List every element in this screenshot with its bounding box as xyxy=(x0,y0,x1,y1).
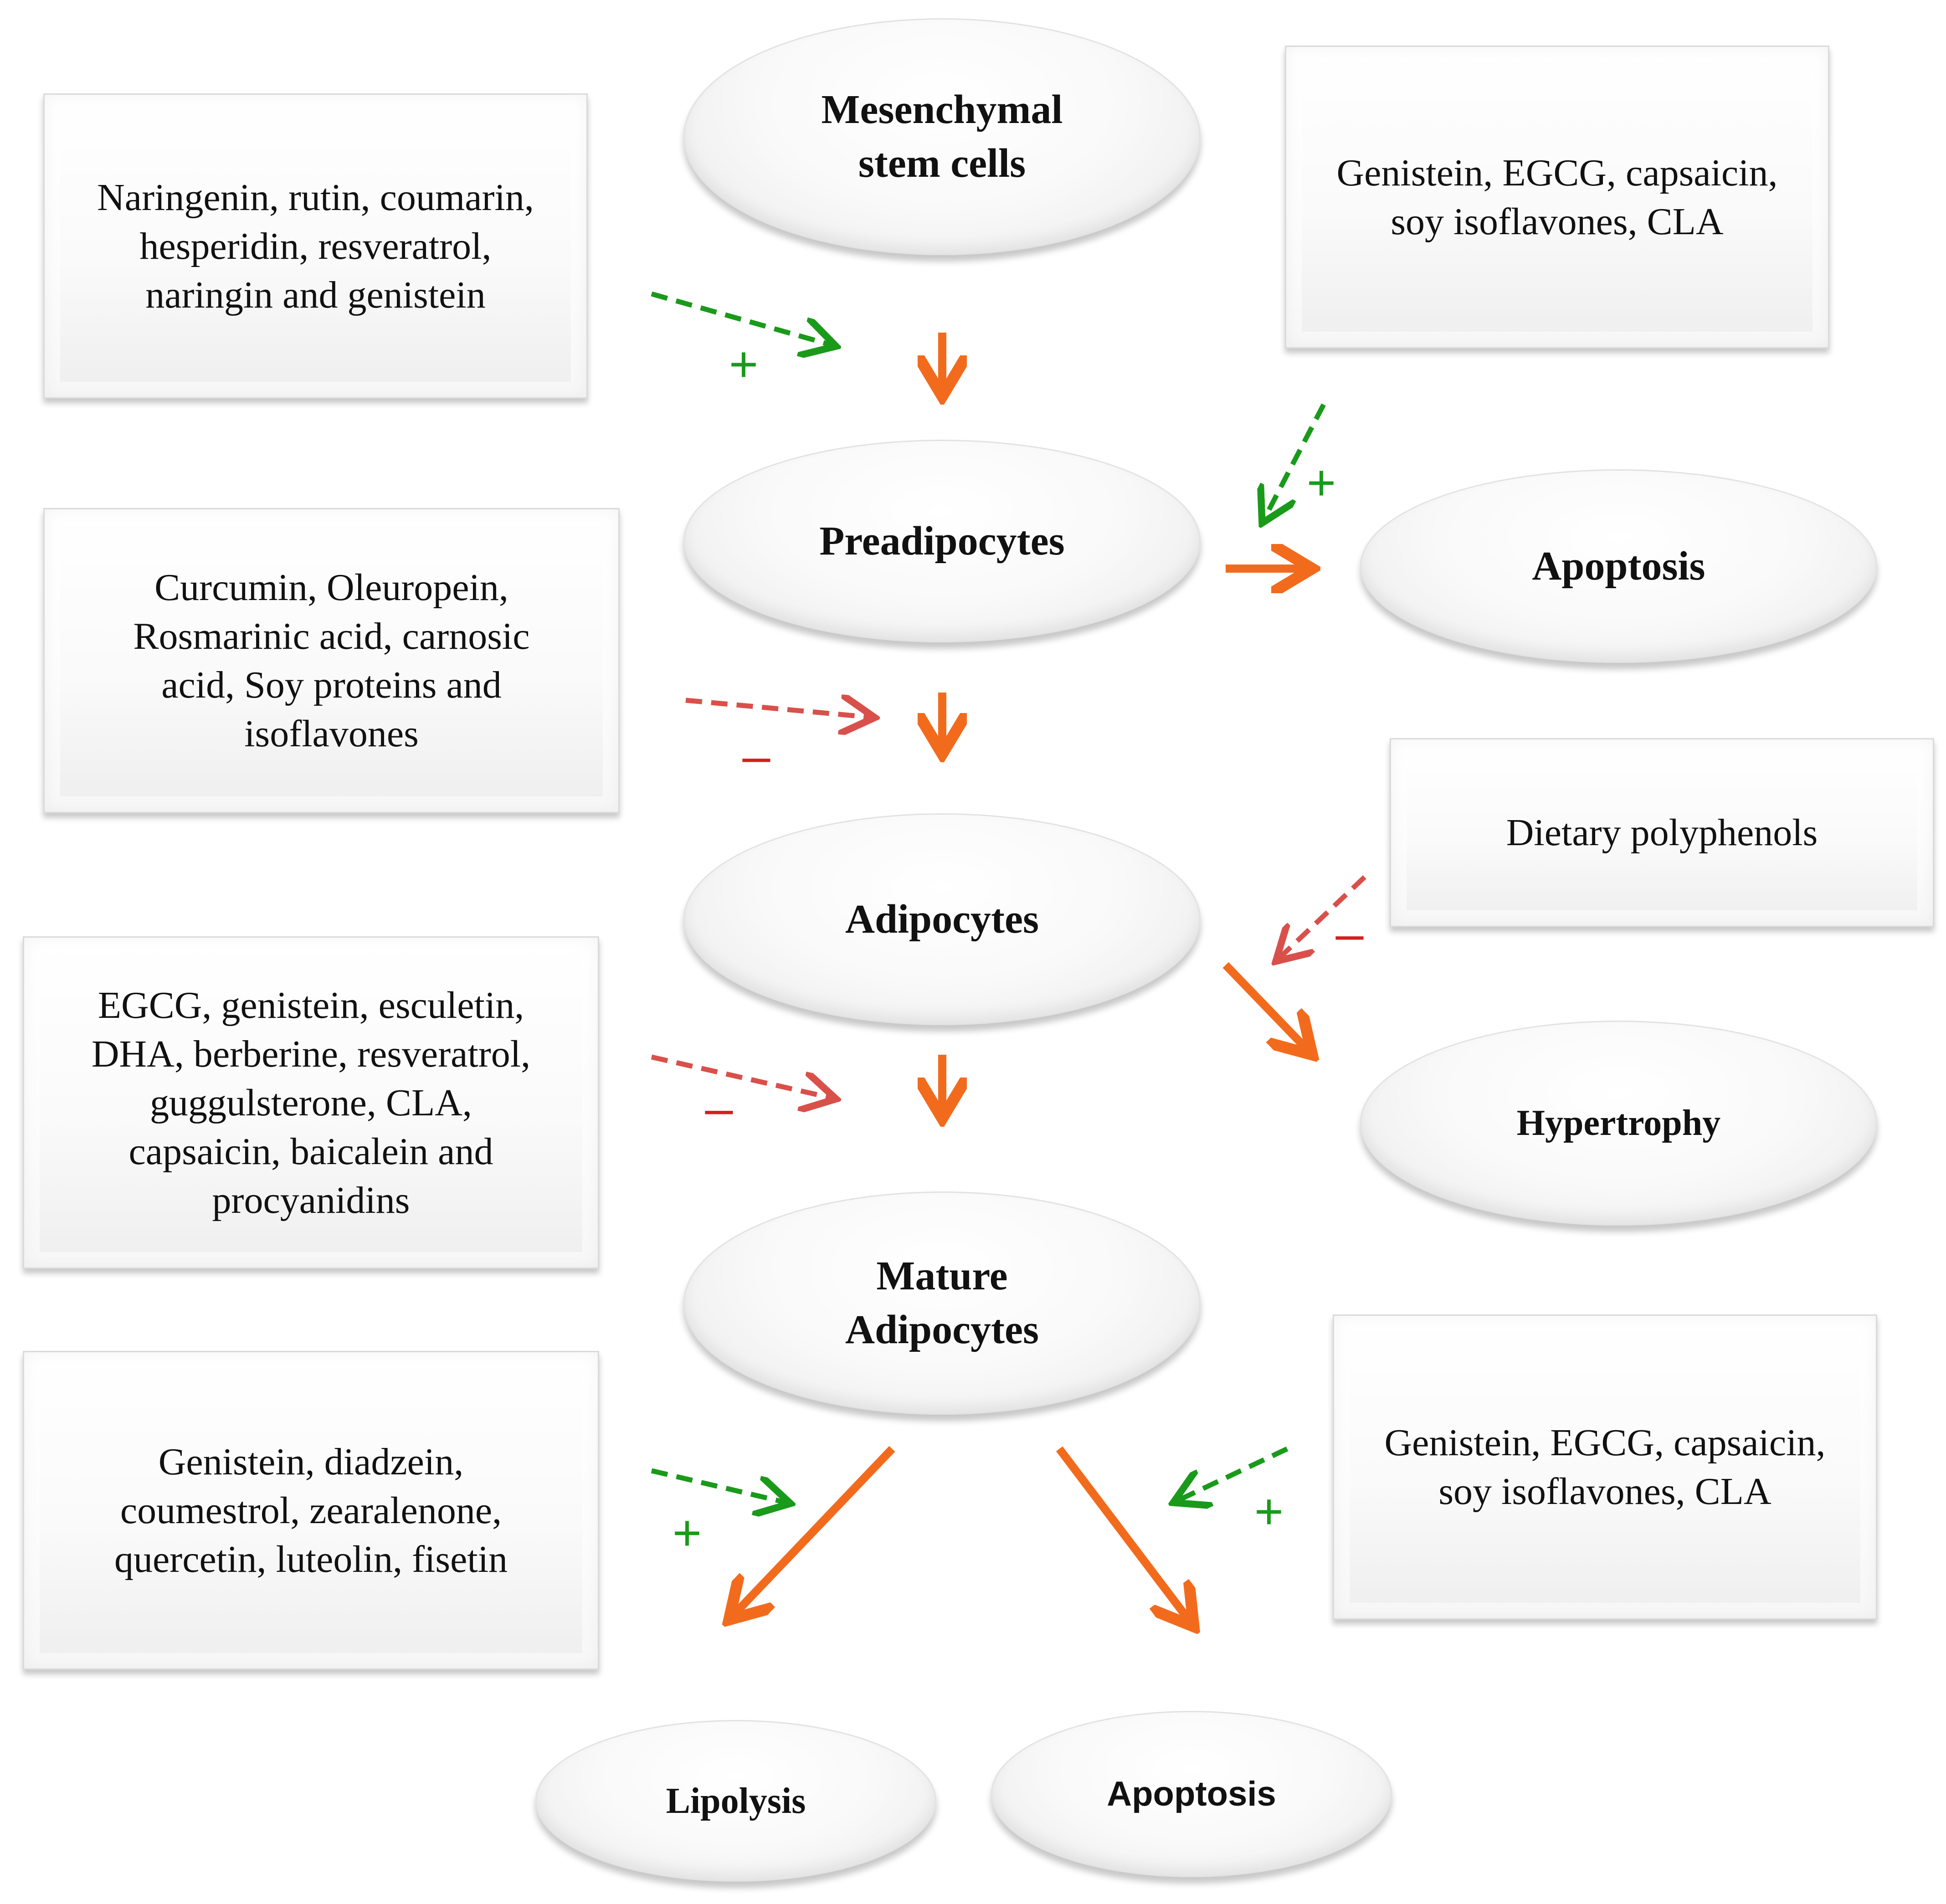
arrow-adipocytes-to-hypertrophy xyxy=(1222,962,1312,1055)
box-hypertrophy-inhibitors-text: Dietary polyphenols xyxy=(1506,811,1818,854)
plus-sign-differentiation: + xyxy=(729,336,759,392)
node-apoptosis-mature-label: Apoptosis xyxy=(1107,1774,1276,1813)
box-hypertrophy-inhibitors: Dietary polyphenols xyxy=(1390,738,1934,927)
node-mature-adipocytes: Mature Adipocytes xyxy=(683,1191,1201,1415)
node-adipocytes: Adipocytes xyxy=(683,813,1201,1025)
dashed-arrow-promote-lipolysis xyxy=(651,1468,791,1504)
plus-sign-apoptosis-mature: + xyxy=(1254,1483,1284,1540)
box-differentiation-promoters-text: Naringenin, rutin, coumarin, hesperidin,… xyxy=(97,176,534,316)
node-hypertrophy: Hypertrophy xyxy=(1360,1021,1877,1226)
arrow-mature-to-lipolysis xyxy=(729,1446,895,1620)
node-lipolysis-label: Lipolysis xyxy=(666,1781,806,1821)
node-adipocytes-label: Adipocytes xyxy=(845,896,1039,942)
node-apoptosis-preadipocytes: Apoptosis xyxy=(1360,469,1877,663)
minus-sign-maturation: – xyxy=(705,1080,733,1136)
minus-sign-hypertrophy: – xyxy=(1335,906,1364,962)
node-preadipocytes-label: Preadipocytes xyxy=(819,518,1065,564)
node-mature-adipocytes-label: Mature Adipocytes xyxy=(845,1253,1039,1352)
node-apoptosis-mature: Apoptosis xyxy=(991,1711,1392,1877)
minus-sign-differentiation: – xyxy=(742,728,770,784)
dashed-arrow-inhibit-hypertrophy xyxy=(1276,875,1366,961)
arrow-mature-to-apoptosis xyxy=(1056,1446,1194,1627)
box-preadipocyte-apoptosis-inducers: Genistein, EGCG, capsaicin, soy isoflavo… xyxy=(1285,46,1829,349)
box-differentiation-inhibitors-text: Curcumin, Oleuropein, Rosmarinic acid, c… xyxy=(133,566,530,755)
box-preadipocyte-apoptosis-inducers-text: Genistein, EGCG, capsaicin, soy isoflavo… xyxy=(1336,151,1778,243)
node-hypertrophy-label: Hypertrophy xyxy=(1516,1103,1721,1143)
box-differentiation-promoters: Naringenin, rutin, coumarin, hesperidin,… xyxy=(43,93,588,399)
box-mature-apoptosis-inducers-text: Genistein, EGCG, capsaicin, soy isoflavo… xyxy=(1384,1422,1826,1513)
node-apoptosis-preadipocytes-label: Apoptosis xyxy=(1532,543,1705,589)
dashed-arrow-inhibit-differentiation xyxy=(685,700,875,718)
box-lipolysis-promoters: Genistein, diadzein, coumestrol, zearale… xyxy=(23,1351,599,1670)
dashed-arrow-promote-differentiation xyxy=(651,291,836,346)
box-lipolysis-promoters-text: Genistein, diadzein, coumestrol, zearale… xyxy=(114,1440,508,1581)
dashed-arrow-promote-apoptosis-mature xyxy=(1173,1447,1289,1503)
node-preadipocytes: Preadipocytes xyxy=(683,440,1201,642)
node-mesenchymal-stem-cells-label: Mesenchymal stem cells xyxy=(821,87,1063,186)
plus-sign-lipolysis: + xyxy=(672,1505,702,1561)
box-mature-apoptosis-inducers: Genistein, EGCG, capsaicin, soy isoflavo… xyxy=(1333,1314,1877,1620)
box-maturation-inhibitors: EGCG, genistein, esculetin, DHA, berberi… xyxy=(23,936,599,1269)
box-maturation-inhibitors-text: EGCG, genistein, esculetin, DHA, berberi… xyxy=(91,984,531,1221)
dashed-arrow-inhibit-maturation xyxy=(651,1054,836,1099)
box-differentiation-inhibitors: Curcumin, Oleuropein, Rosmarinic acid, c… xyxy=(43,508,620,813)
dashed-arrow-promote-apoptosis-pre xyxy=(1262,403,1326,523)
node-lipolysis: Lipolysis xyxy=(535,1720,936,1882)
plus-sign-apoptosis-pre: + xyxy=(1306,455,1336,511)
node-mesenchymal-stem-cells: Mesenchymal stem cells xyxy=(683,18,1201,255)
